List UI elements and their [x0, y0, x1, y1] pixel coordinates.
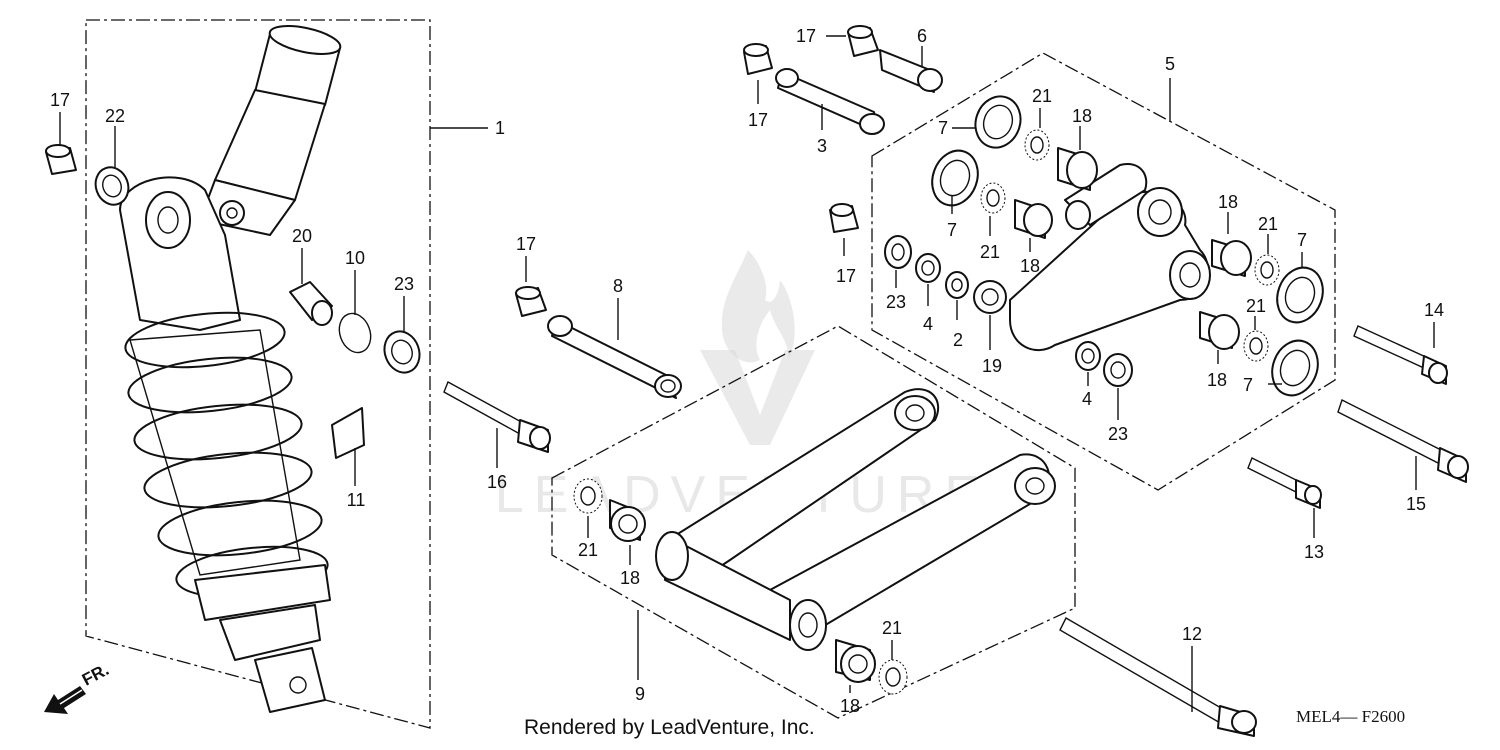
- callout-16: 16: [487, 472, 507, 492]
- cushion-arm-box: [551, 325, 1076, 719]
- washer-4-a: [915, 253, 941, 283]
- callout-4a: 4: [923, 314, 933, 334]
- footer-credit: Rendered by LeadVenture, Inc.: [524, 716, 815, 739]
- circlip-10: [338, 312, 372, 354]
- callout-7a: 7: [938, 118, 948, 138]
- seal-7-c: [1276, 266, 1324, 324]
- callout-8: 8: [613, 276, 623, 296]
- direction-label: FR.: [79, 660, 112, 690]
- callout-20: 20: [292, 226, 312, 246]
- label-11: [331, 407, 365, 459]
- callout-17c: 17: [748, 110, 768, 130]
- collar-18-b: [1014, 199, 1053, 239]
- collar-18-bottom-left: [609, 499, 646, 542]
- bearing-21-d: [1243, 330, 1269, 362]
- cushion-arm: [655, 388, 1056, 651]
- seal-7-b: [931, 149, 979, 207]
- cushion-link: [1009, 163, 1211, 351]
- callout-21a: 21: [1032, 86, 1052, 106]
- front-direction-indicator: FR.: [40, 654, 140, 716]
- callout-18d: 18: [1207, 370, 1227, 390]
- callout-23b: 23: [886, 292, 906, 312]
- callout-19: 19: [982, 356, 1002, 376]
- bolt-14: [1353, 325, 1448, 385]
- bushing-20: [289, 281, 333, 326]
- bearing-21-bottom-right: [878, 659, 908, 695]
- callout-21f: 21: [882, 618, 902, 638]
- callout-13: 13: [1304, 542, 1324, 562]
- bushing-19: [973, 280, 1007, 314]
- seal-23-c: [1103, 353, 1133, 387]
- callout-2: 2: [953, 330, 963, 350]
- bolt-8: [547, 315, 682, 399]
- bolt-15: [1337, 399, 1469, 483]
- rear-shock-absorber: [119, 25, 342, 713]
- nut-17-right: [829, 203, 859, 233]
- collar-18-bottom-right: [835, 639, 876, 683]
- nut-17-top-b: [847, 25, 879, 57]
- collar-6: [879, 49, 943, 93]
- seal-23-left: [383, 330, 421, 374]
- linkage-group-box: [871, 52, 1336, 491]
- callout-4b: 4: [1082, 389, 1092, 409]
- bearing-21-bottom-left: [573, 478, 603, 514]
- washer-4-b: [1075, 341, 1101, 371]
- bearing-21-b: [980, 182, 1006, 214]
- callout-17a: 17: [50, 90, 70, 110]
- callout-3: 3: [817, 136, 827, 156]
- collar-18-c: [1211, 239, 1252, 277]
- seal-7-a: [974, 95, 1022, 149]
- callout-17e: 17: [836, 266, 856, 286]
- callout-18c: 18: [1218, 192, 1238, 212]
- watermark-logo: LEADVENTURE: [495, 250, 979, 524]
- bolt-3: [775, 68, 885, 135]
- nut-17-mid: [515, 286, 547, 317]
- callout-7b: 7: [947, 220, 957, 240]
- callout-15: 15: [1406, 494, 1426, 514]
- callout-9: 9: [635, 684, 645, 704]
- callout-18f: 18: [840, 696, 860, 716]
- arrow-icon: FR.: [44, 660, 112, 714]
- callout-21d: 21: [1246, 296, 1266, 316]
- callout-5: 5: [1165, 54, 1175, 74]
- callout-7c: 7: [1297, 230, 1307, 250]
- callout-23a: 23: [394, 274, 414, 294]
- collar-2: [945, 271, 969, 299]
- seal-22: [94, 166, 130, 206]
- bolt-13: [1247, 457, 1322, 509]
- callout-22: 22: [105, 106, 125, 126]
- collar-18-d: [1199, 311, 1240, 350]
- seal-7-d: [1271, 339, 1319, 397]
- bolt-12: [1059, 617, 1257, 737]
- shock-group-box: [85, 19, 431, 729]
- callout-7d: 7: [1243, 375, 1253, 395]
- diagram-code: MEL4— F2600: [1296, 707, 1406, 726]
- callout-21c: 21: [1258, 214, 1278, 234]
- callout-21b: 21: [980, 242, 1000, 262]
- callout-12: 12: [1182, 624, 1202, 644]
- collar-18-a: [1057, 147, 1098, 191]
- callout-21e: 21: [578, 540, 598, 560]
- bearing-21-c: [1254, 254, 1280, 286]
- callout-17d: 17: [796, 26, 816, 46]
- callout-6: 6: [917, 26, 927, 46]
- callout-18a: 18: [1072, 106, 1092, 126]
- callout-23c: 23: [1108, 424, 1128, 444]
- callout-14: 14: [1424, 300, 1444, 320]
- callout-1: 1: [495, 118, 505, 138]
- callout-11: 11: [347, 490, 366, 510]
- bolt-16: [443, 381, 551, 453]
- callout-18e: 18: [620, 568, 640, 588]
- nut-17-left: [45, 144, 77, 175]
- bearing-21-a: [1024, 129, 1050, 161]
- nut-17-top-a: [743, 43, 773, 75]
- callout-17b: 17: [516, 234, 536, 254]
- callout-18b: 18: [1020, 256, 1040, 276]
- seal-23-b: [884, 235, 912, 269]
- callout-10: 10: [345, 248, 365, 268]
